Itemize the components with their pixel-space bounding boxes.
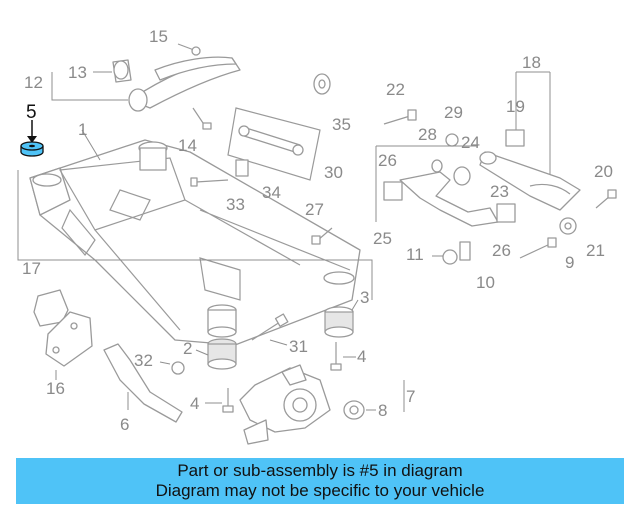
part-11-nut[interactable] (442, 249, 458, 265)
label-13: 13 (68, 63, 87, 82)
part-7-knuckle[interactable] (239, 364, 331, 445)
part-28-washer[interactable] (431, 159, 443, 173)
label-26b: 26 (492, 241, 511, 260)
info-banner: Part or sub-assembly is #5 in diagram Di… (16, 458, 624, 504)
parts-diagram: 5 1 2 3 4 (17, 27, 617, 445)
part-2-bushing[interactable] (207, 338, 237, 370)
part-13-control-arm[interactable] (112, 56, 241, 112)
part-26-bushing-right[interactable] (496, 203, 516, 223)
part-4-bolt-left[interactable] (222, 388, 234, 413)
label-5: 5 (26, 102, 37, 123)
part-23-lower-arm[interactable] (479, 151, 581, 211)
label-30: 30 (324, 163, 343, 182)
label-15: 15 (149, 27, 168, 46)
label-29: 29 (444, 103, 463, 122)
part-32-nut[interactable] (171, 361, 185, 375)
label-10: 10 (476, 273, 495, 292)
label-8: 8 (378, 401, 387, 420)
label-3: 3 (360, 288, 369, 307)
part-34-bracket[interactable] (235, 159, 249, 177)
label-7: 7 (406, 387, 415, 406)
part-3-bushing[interactable] (323, 271, 355, 338)
label-4b: 4 (357, 347, 366, 366)
label-6: 6 (120, 415, 129, 434)
label-28: 28 (418, 125, 437, 144)
part-24-bushing[interactable] (453, 166, 471, 186)
part-16-bracket[interactable] (45, 311, 93, 367)
label-24: 24 (461, 133, 480, 152)
label-19: 19 (506, 97, 525, 116)
part-2-bushing-upper[interactable] (207, 304, 237, 338)
part-10-bracket[interactable] (459, 241, 471, 261)
part-33-bolt[interactable] (190, 177, 229, 187)
part-14-bolt[interactable] (192, 107, 212, 130)
part-31-bolt[interactable] (251, 313, 289, 341)
label-9: 9 (565, 253, 574, 272)
part-6-heat-shield[interactable] (103, 343, 183, 423)
part-27-bolt[interactable] (311, 227, 333, 245)
part-35-bushing[interactable] (313, 73, 331, 95)
label-20: 20 (594, 162, 613, 181)
part-21-nut[interactable] (559, 217, 577, 235)
part-19-bushing[interactable] (505, 129, 525, 147)
label-31: 31 (289, 337, 308, 356)
part-25-link-arm[interactable] (399, 171, 499, 227)
label-35: 35 (332, 115, 351, 134)
part-29-nut[interactable] (445, 133, 459, 147)
label-16: 16 (46, 379, 65, 398)
part-15-bolt[interactable] (177, 43, 201, 56)
label-2: 2 (183, 339, 192, 358)
part-30-link[interactable] (227, 107, 321, 181)
label-1: 1 (78, 120, 87, 139)
label-14: 14 (178, 136, 197, 155)
label-32: 32 (134, 351, 153, 370)
label-4a: 4 (190, 394, 199, 413)
part-8-bushing[interactable] (343, 400, 365, 420)
part-1-subframe[interactable] (29, 139, 361, 346)
label-22: 22 (386, 80, 405, 99)
banner-line-1: Part or sub-assembly is #5 in diagram (177, 461, 463, 480)
label-12: 12 (24, 73, 43, 92)
label-26a: 26 (378, 151, 397, 170)
label-33: 33 (226, 195, 245, 214)
label-34: 34 (262, 183, 281, 202)
label-17: 17 (22, 259, 41, 278)
label-23: 23 (490, 182, 509, 201)
banner-line-2: Diagram may not be specific to your vehi… (155, 481, 485, 500)
part-4-bolt-right[interactable] (330, 342, 342, 371)
label-25: 25 (373, 229, 392, 248)
part-9-bolt[interactable] (519, 237, 557, 259)
label-18: 18 (522, 53, 541, 72)
label-11: 11 (406, 245, 424, 264)
part-20-bolt[interactable] (595, 189, 617, 209)
label-21: 21 (586, 241, 605, 260)
label-27: 27 (305, 200, 324, 219)
part-22-bolt[interactable] (383, 109, 417, 125)
part-5-washer[interactable] (20, 120, 44, 157)
part-26-bushing-left[interactable] (383, 181, 403, 201)
